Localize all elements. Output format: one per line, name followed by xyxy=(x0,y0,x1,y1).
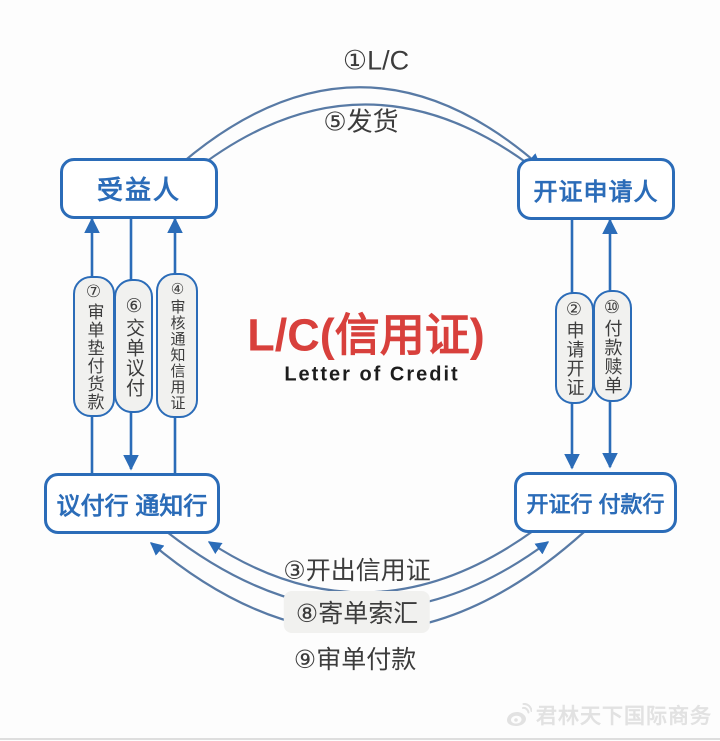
step-3-issue-credit-label: ③开出信用证 xyxy=(283,557,431,585)
step-10-pay-redeem-docs: ⑩付款赎单 xyxy=(593,290,632,402)
step-4-verify-advise-credit: ④审核通知信用证 xyxy=(156,273,198,418)
step-1-lc-label: ①L/C xyxy=(342,45,410,76)
node-negotiating-advising-bank: 议付行 通知行 xyxy=(44,473,220,534)
step-8-send-docs-claim-label: ⑧寄单索汇 xyxy=(283,591,431,633)
step-6-present-docs-negotiate: ⑥交单议付 xyxy=(114,279,153,413)
arc-lc-contract xyxy=(181,86,541,167)
weibo-icon xyxy=(507,703,532,726)
node-issuing-paying-bank: 开证行 付款行 xyxy=(514,472,677,533)
diagram-title: L/C(信用证) xyxy=(247,309,485,361)
node-applicant: 开证申请人 xyxy=(517,158,675,220)
image-bottom-edge xyxy=(0,738,720,740)
step-9-examine-pay-label: ⑨审单付款 xyxy=(293,646,417,674)
step-2-apply-open-credit: ②申请开证 xyxy=(555,292,594,404)
arc-shipment xyxy=(189,103,545,177)
watermark: 君林天下国际商务 xyxy=(506,700,712,730)
diagram-subtitle: Letter of Credit xyxy=(284,363,460,386)
watermark-text: 君林天下国际商务 xyxy=(536,705,712,728)
step-7-examine-docs-advance-payment: ⑦审单垫付货款 xyxy=(73,276,115,417)
step-5-shipment-label: ⑤发货 xyxy=(323,106,399,137)
node-beneficiary: 受益人 xyxy=(60,158,218,219)
